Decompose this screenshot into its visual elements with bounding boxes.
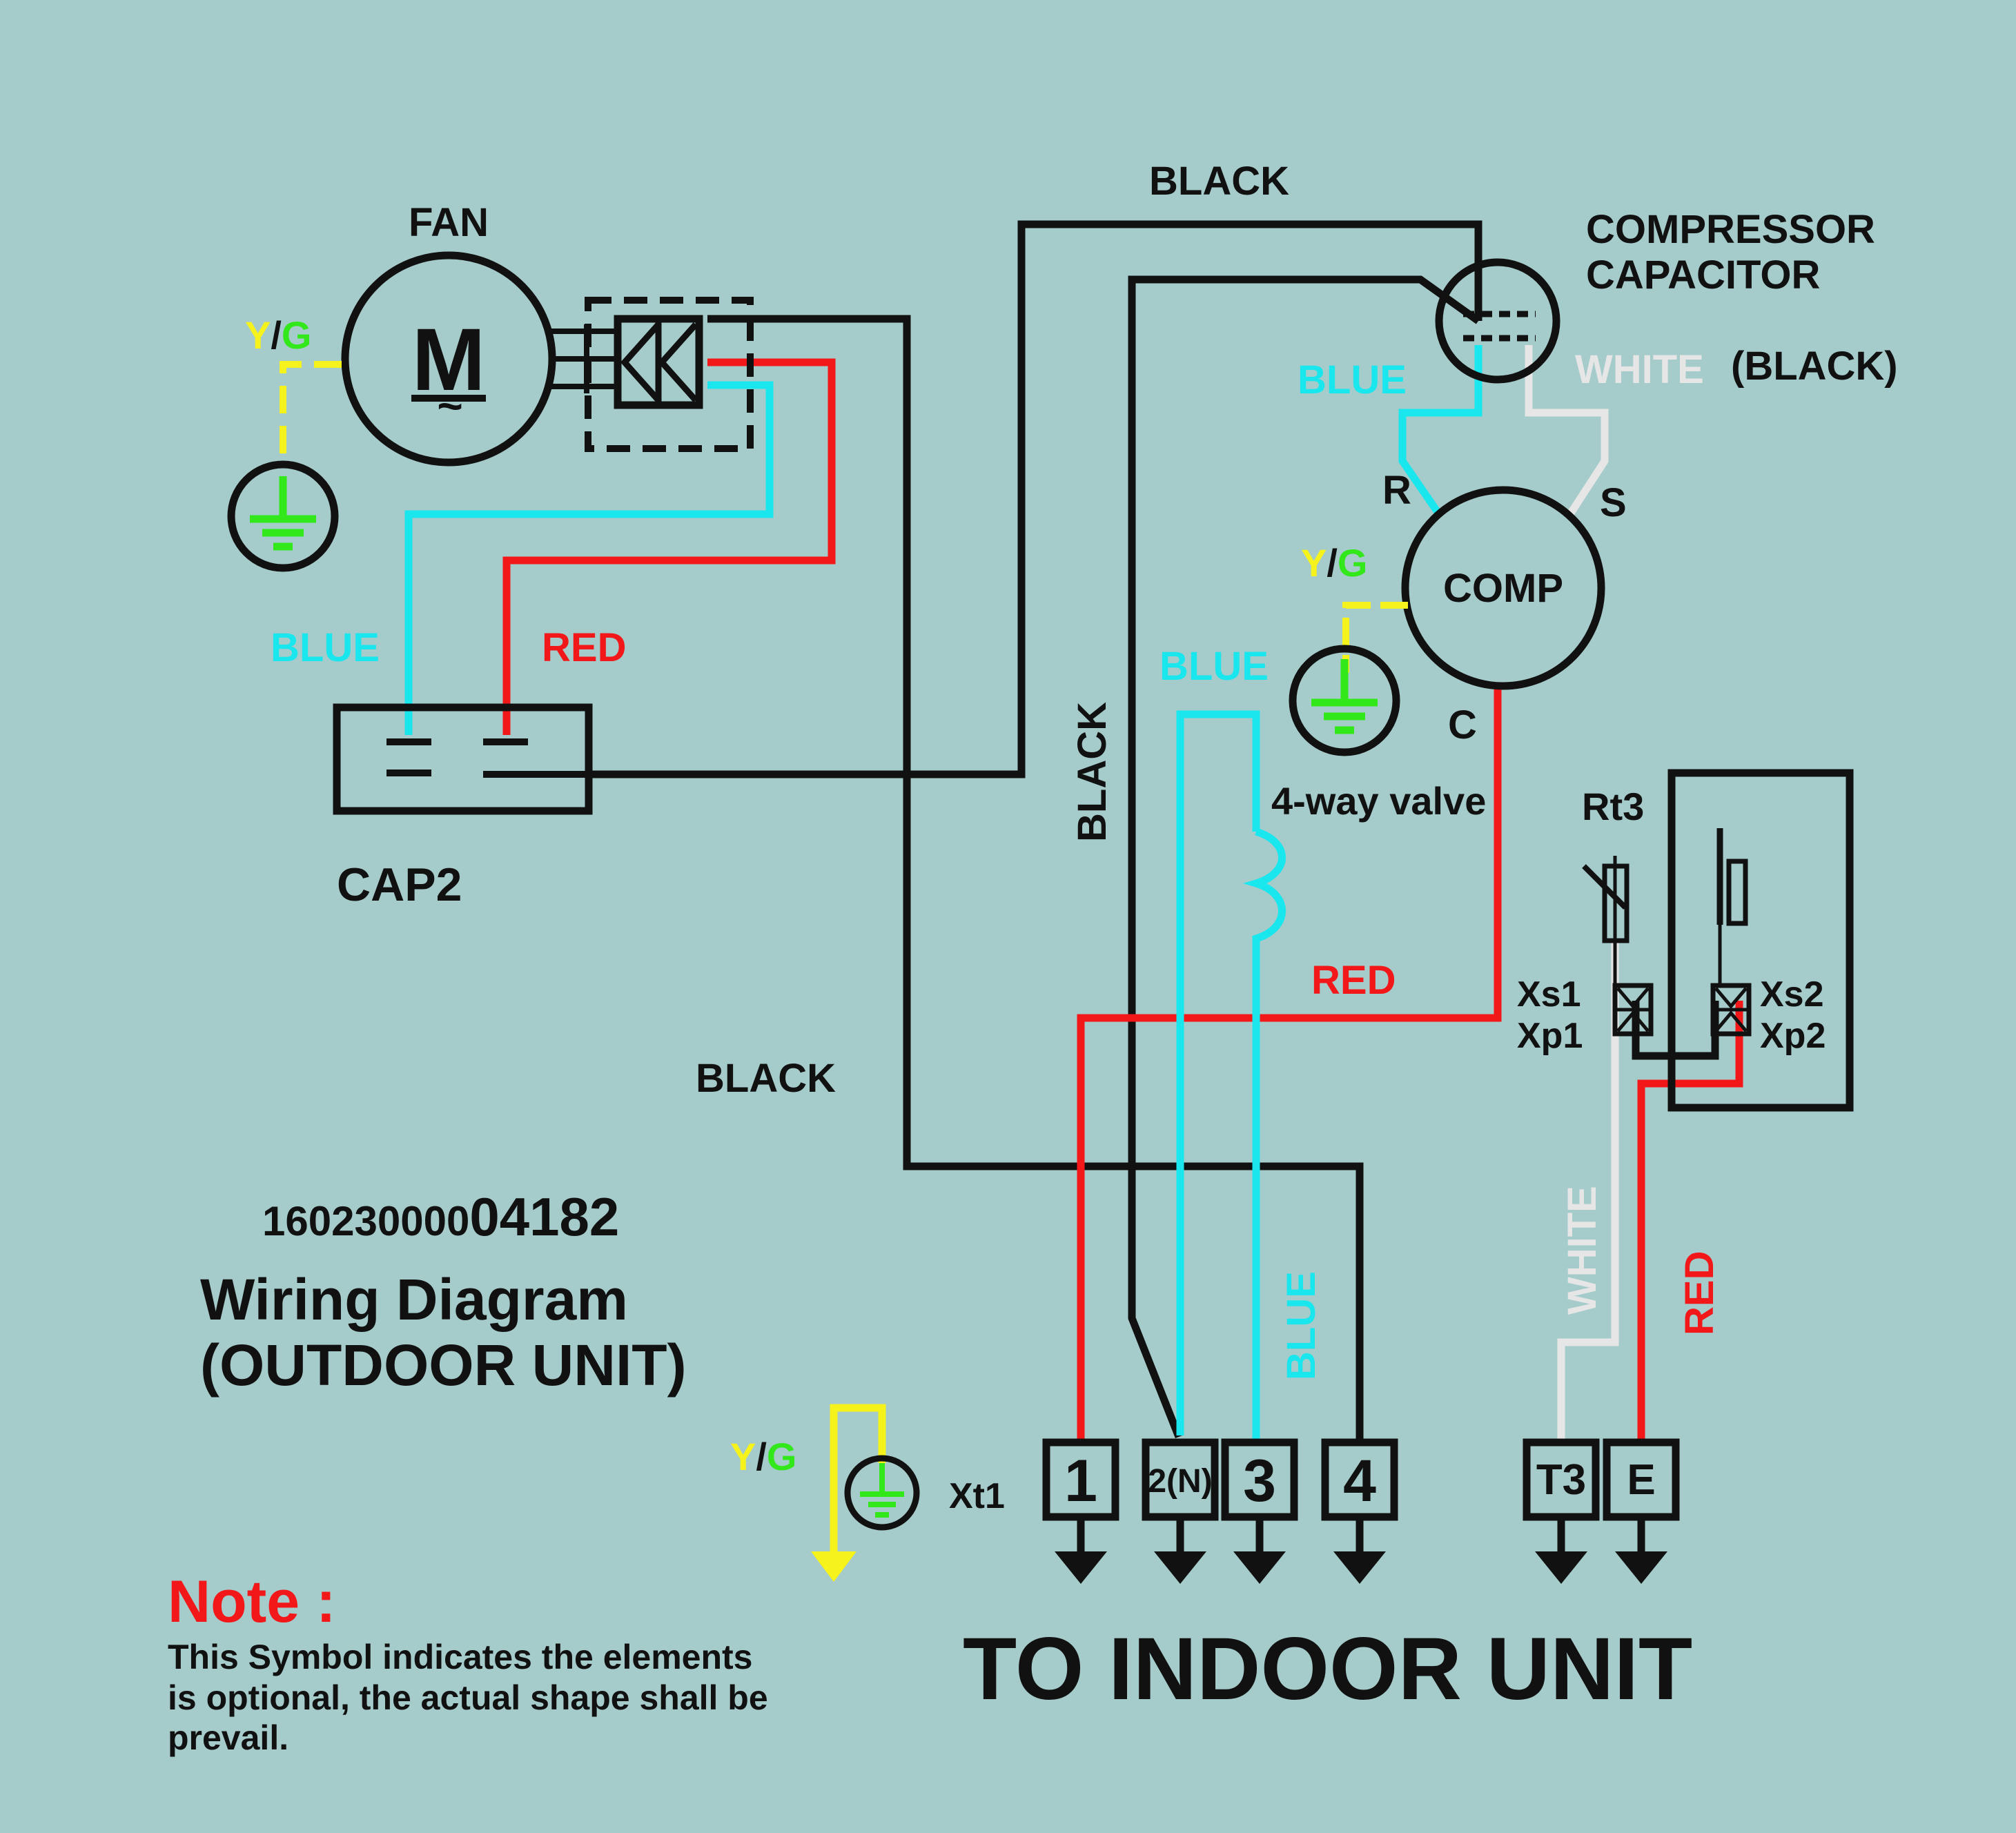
fan-ground: Y/G	[227, 313, 342, 572]
fan-label: FAN	[409, 200, 489, 245]
fan-ground-circle	[227, 460, 339, 572]
xt1-yg-label: Y/G	[730, 1435, 796, 1478]
vertical-white-label: WHITE	[1560, 1186, 1605, 1315]
fan-black-label: BLACK	[696, 1056, 836, 1101]
terminal-c-label: C	[1448, 703, 1477, 747]
svg-text:E: E	[1627, 1456, 1655, 1504]
terminal-e: E	[1603, 1438, 1680, 1584]
top-black-label: BLACK	[1149, 159, 1289, 204]
fan-blue-label: BLUE	[271, 625, 380, 670]
svg-text:T3: T3	[1536, 1456, 1586, 1504]
compressor-capacitor	[1435, 258, 1560, 384]
vertical-red-label: RED	[1677, 1251, 1722, 1335]
wire-fan-black-terminal4	[707, 315, 1364, 1442]
to-indoor-unit-label: TO INDOOR UNIT	[963, 1620, 1692, 1718]
xs2-label: Xs2	[1760, 974, 1824, 1014]
comp-cap-blue-label: BLUE	[1298, 357, 1407, 402]
cap2-capacitor	[333, 703, 593, 815]
wire-fan-red	[502, 358, 836, 735]
terminal1-red-label: RED	[1311, 958, 1396, 1003]
motor-letter-underline	[411, 395, 486, 402]
terminal-2n: 2(N)	[1142, 1438, 1219, 1584]
terminal-r-label: R	[1382, 468, 1411, 513]
wire-rt3-white-t3	[1557, 939, 1619, 1442]
xp1-label: Xp1	[1517, 1016, 1583, 1056]
svg-text:1: 1	[1064, 1448, 1097, 1514]
terminal-s-label: S	[1600, 480, 1627, 525]
comp-ground-circle	[1289, 645, 1400, 756]
note-line-3: prevail.	[168, 1718, 288, 1757]
wire-comp-cap-blue-r	[1398, 345, 1482, 517]
sensor-block	[1582, 769, 1854, 1112]
fan-yg-label: Y/G	[245, 313, 311, 357]
comp-label: COMP	[1443, 566, 1563, 611]
fan-connector-optional-box	[585, 297, 754, 452]
wire-comp-cap-white-s	[1525, 345, 1609, 516]
note-heading: Note :	[168, 1569, 336, 1635]
comp-cap-white-label: WHITE	[1575, 347, 1704, 392]
comp-ground	[1289, 602, 1408, 756]
motor-tilde: ~	[437, 381, 462, 431]
wire-comp-red-terminal1	[1077, 685, 1502, 1442]
comp-yg-label: Y/G	[1301, 541, 1367, 585]
terminal-3: 3	[1221, 1438, 1298, 1584]
terminal-4: 4	[1321, 1438, 1398, 1584]
svg-text:4: 4	[1343, 1448, 1376, 1514]
compressor	[1401, 486, 1605, 690]
title-line-2: (OUTDOOR UNIT)	[200, 1333, 687, 1398]
wire-cap2-black-top	[588, 220, 1482, 778]
cap2-label: CAP2	[337, 859, 462, 911]
xt1-label: Xt1	[949, 1476, 1005, 1516]
xs1-label: Xs1	[1517, 974, 1581, 1014]
svg-text:3: 3	[1243, 1448, 1276, 1514]
terminal-block: 1 2(N) 3 4 T3 E	[1042, 1438, 1680, 1584]
wires	[404, 220, 1743, 1442]
rt3-label: Rt3	[1582, 785, 1644, 828]
note-line-2: is optional, the actual shape shall be	[168, 1678, 768, 1717]
four-way-valve-label: 4-way valve	[1271, 779, 1486, 823]
terminal-1: 1	[1042, 1438, 1119, 1584]
wire-fan-blue	[404, 381, 774, 735]
wire-valve-blue-terminal2	[1176, 710, 1260, 1435]
motor-letter: M	[412, 311, 486, 409]
svg-text:2(N): 2(N)	[1148, 1463, 1212, 1500]
part-number: 16023000004182	[262, 1186, 619, 1247]
terminal-t3: T3	[1523, 1438, 1600, 1584]
title-line-1: Wiring Diagram	[200, 1267, 628, 1332]
fan-motor: M ~	[341, 251, 754, 467]
wire-comp-cap-black-terminal2	[1128, 275, 1481, 1439]
compressor-capacitor-label-2: CAPACITOR	[1586, 253, 1820, 297]
xt1-ground	[811, 1404, 920, 1582]
vertical-blue-label: BLUE	[1279, 1271, 1324, 1380]
xp2-label: Xp2	[1760, 1016, 1826, 1056]
note-line-1: This Symbol indicates the elements	[168, 1638, 752, 1676]
vertical-black-label: BLACK	[1070, 702, 1115, 842]
xt1-ground-circle	[844, 1455, 920, 1531]
valve-blue-label: BLUE	[1159, 644, 1269, 689]
four-way-valve-coil	[1242, 827, 1286, 949]
wire-sensor-red-e	[1637, 1001, 1743, 1442]
fan-red-label: RED	[542, 625, 626, 670]
comp-cap-black-paren-label: (BLACK)	[1731, 344, 1898, 389]
compressor-capacitor-label-1: COMPRESSOR	[1586, 207, 1875, 252]
